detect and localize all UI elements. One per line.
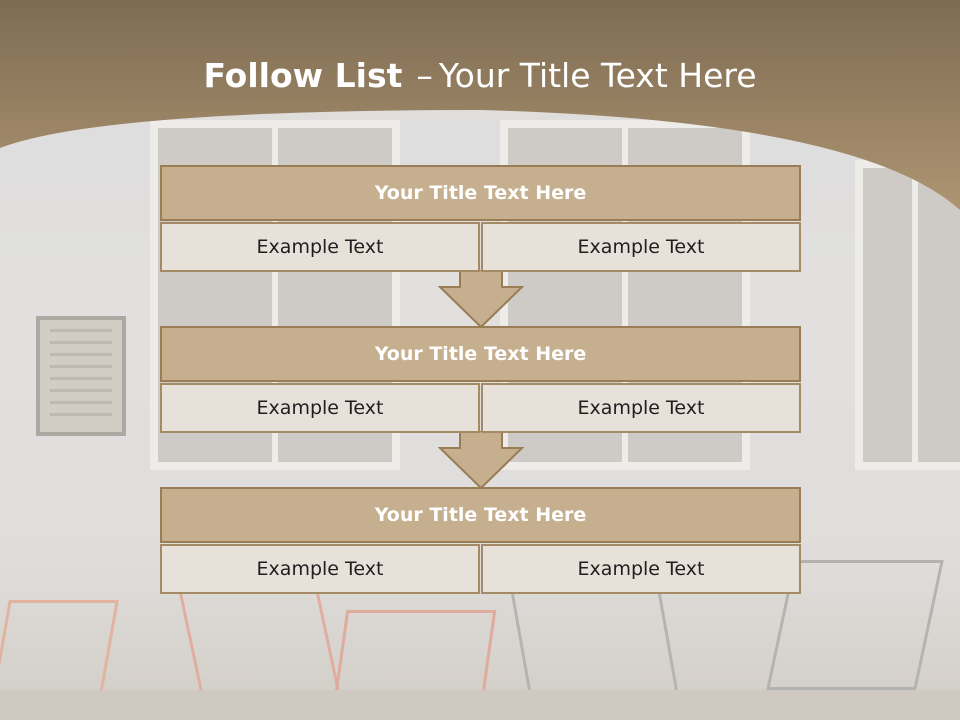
block-cell-right: Example Text [481,383,801,433]
title-bold-text: Follow List [203,56,403,95]
block-row: Example Text Example Text [160,544,801,594]
block-title: Your Title Text Here [160,165,801,221]
follow-block-3: Your Title Text Here Example Text Exampl… [160,487,801,594]
block-cell-left: Example Text [160,544,480,594]
block-cell-left: Example Text [160,222,480,272]
slide-title: Follow List–Your Title Text Here [0,56,960,95]
window [855,160,960,470]
down-arrow-icon [438,431,524,489]
block-title: Your Title Text Here [160,487,801,543]
down-arrow-icon [438,270,524,328]
title-dash: – [416,56,433,95]
title-rest-text: Your Title Text Here [438,56,757,95]
follow-block-1: Your Title Text Here Example Text Exampl… [160,165,801,272]
follow-block-2: Your Title Text Here Example Text Exampl… [160,326,801,433]
block-cell-left: Example Text [160,383,480,433]
header-band [0,0,960,210]
menu-board [36,316,126,436]
block-cell-right: Example Text [481,222,801,272]
block-cell-right: Example Text [481,544,801,594]
block-row: Example Text Example Text [160,383,801,433]
ground [0,690,960,720]
block-title: Your Title Text Here [160,326,801,382]
block-row: Example Text Example Text [160,222,801,272]
